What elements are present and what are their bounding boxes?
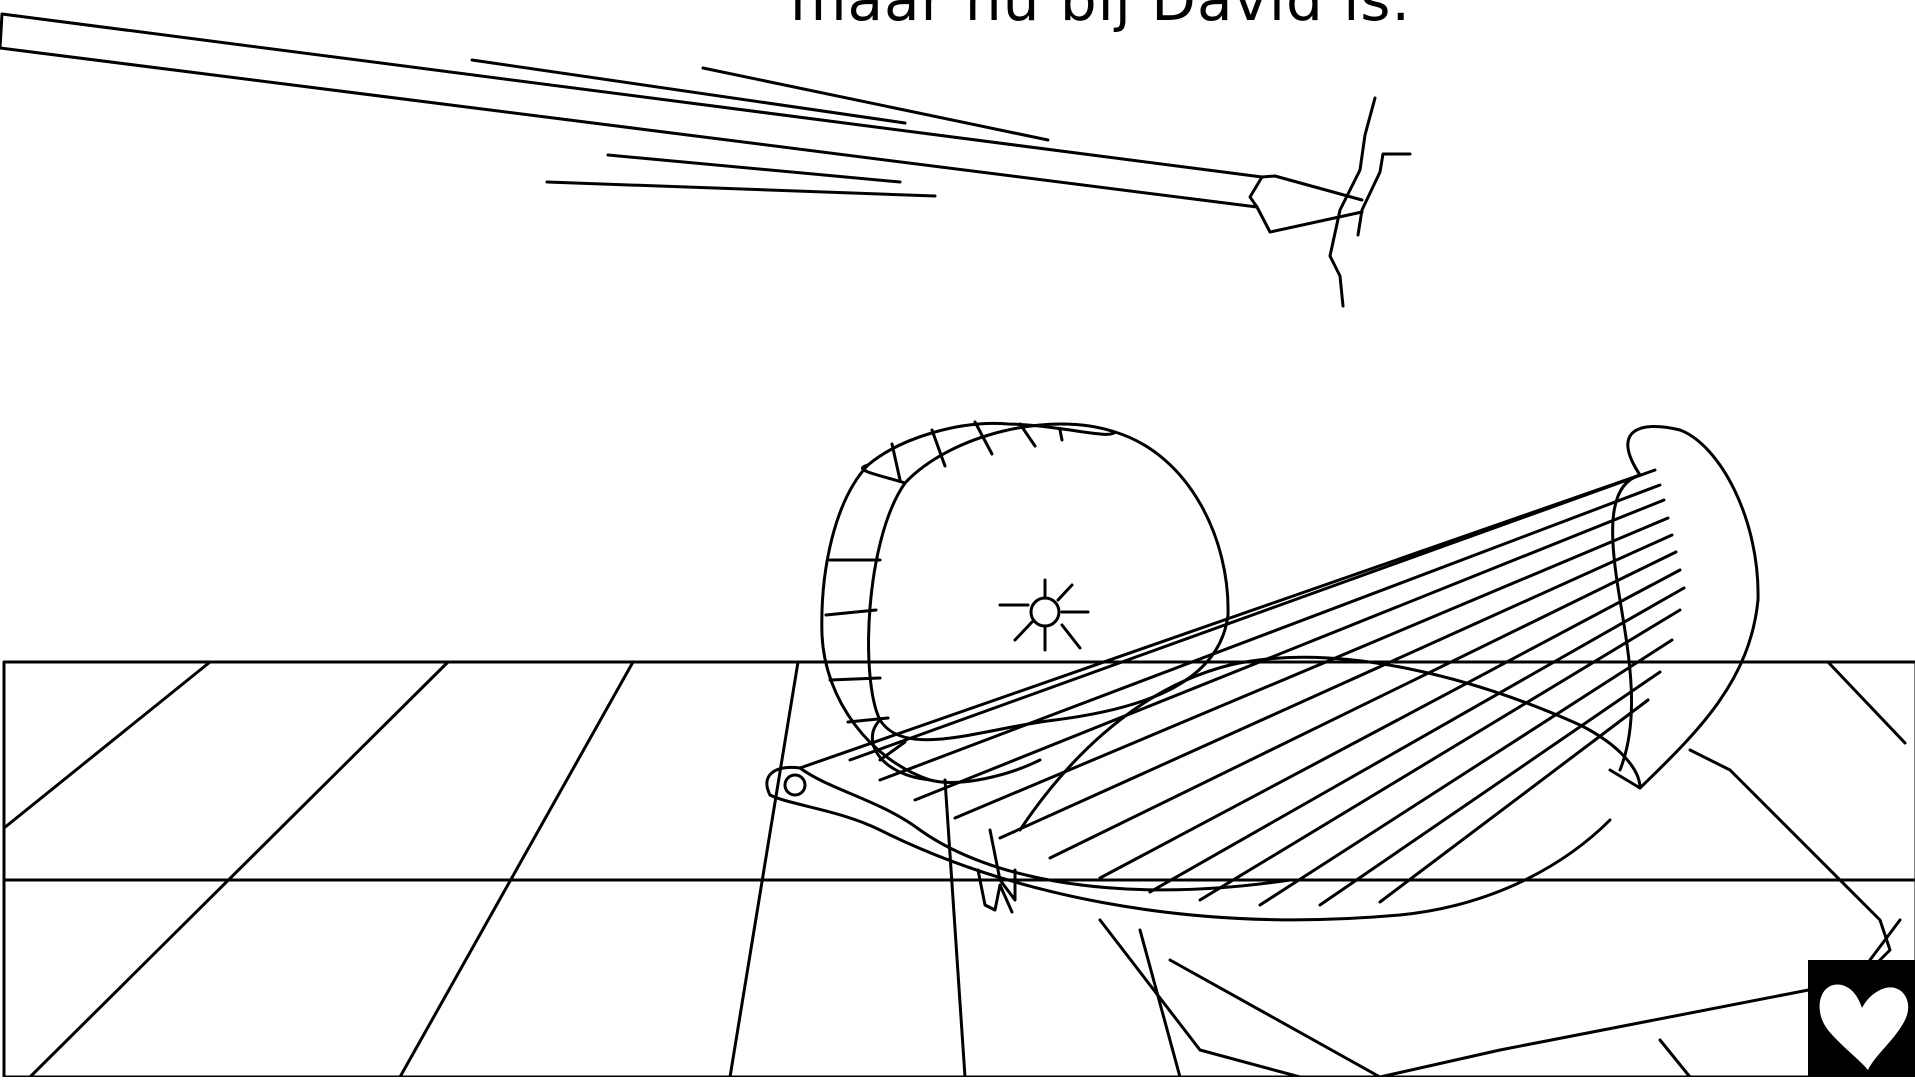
harp-stand bbox=[943, 748, 1902, 1079]
caption-text: maar nu bij David is. bbox=[790, 0, 1411, 34]
harp bbox=[765, 424, 1760, 922]
speed-lines bbox=[470, 58, 1050, 198]
sun-icon bbox=[998, 578, 1090, 652]
arrow bbox=[0, 12, 1412, 308]
heart-icon bbox=[1808, 960, 1915, 1077]
drum bbox=[820, 420, 1230, 784]
